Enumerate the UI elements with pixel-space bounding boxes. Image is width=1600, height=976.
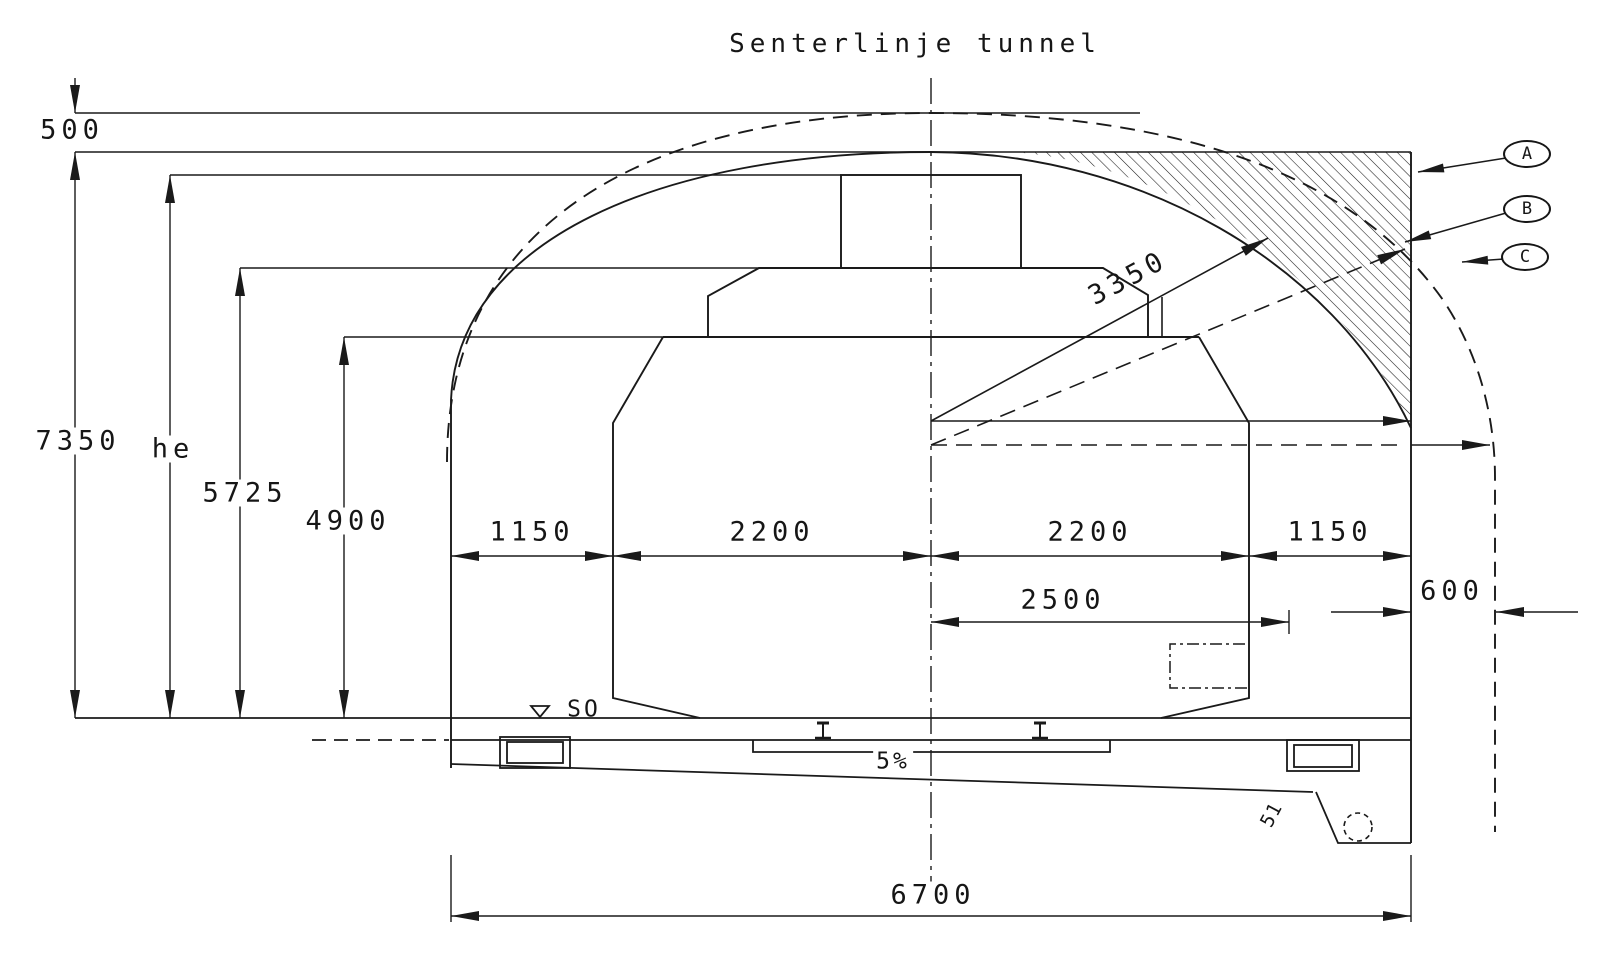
dim-label-500: 500 (37, 116, 107, 144)
hatch-region (1003, 152, 1411, 426)
callout-a: A (1503, 140, 1551, 168)
label-cross-fall: 5% (873, 750, 913, 774)
dim-label-1150-left: 1150 (486, 518, 578, 546)
level-marker-triangle-icon (529, 705, 551, 719)
callout-c: C (1501, 243, 1549, 271)
callout-b: B (1503, 195, 1551, 223)
radius-diagonal-dashed (930, 248, 1406, 446)
dim-label-600: 600 (1417, 577, 1487, 605)
dim-label-he: he (148, 435, 198, 463)
drawing-title: Senterlinje tunnel (729, 29, 1101, 59)
dim-label-2200-right: 2200 (1044, 518, 1136, 546)
label-rail-level-so: SO (567, 696, 601, 723)
dim-label-2500: 2500 (1017, 586, 1109, 614)
arrowheads (70, 85, 1524, 921)
cable-duct-right-inner (1293, 744, 1353, 768)
subgrade-slope (450, 763, 1314, 793)
cable-duct-left (499, 736, 571, 769)
callout-b-label: B (1521, 198, 1533, 219)
rail-right-icon (1032, 721, 1048, 740)
detail-mark-dashed-circle (1343, 812, 1373, 842)
dim-label-7350: 7350 (32, 427, 124, 455)
cable-duct-left-inner (506, 741, 564, 764)
rail-symbols (815, 721, 1048, 740)
callout-c-label: C (1519, 246, 1531, 267)
callout-a-label: A (1521, 143, 1533, 164)
gauge-main-body (612, 336, 1250, 719)
drainage-ditch (1315, 791, 1411, 844)
gauge-side-notch-dashdot (1169, 643, 1247, 689)
dim-label-1150-right: 1150 (1284, 518, 1376, 546)
cable-duct-right (1286, 739, 1360, 772)
track-slab (752, 740, 1111, 753)
radius-3350-diagonal (930, 237, 1269, 422)
gauge-upper-body (707, 267, 1149, 337)
outer-profile-dashed (446, 112, 1496, 832)
dim-label-2200-left: 2200 (726, 518, 818, 546)
dim-label-6700: 6700 (887, 881, 979, 909)
rail-left-icon (815, 721, 831, 740)
dim-label-4900: 4900 (302, 507, 394, 535)
dim-label-5725: 5725 (199, 479, 291, 507)
